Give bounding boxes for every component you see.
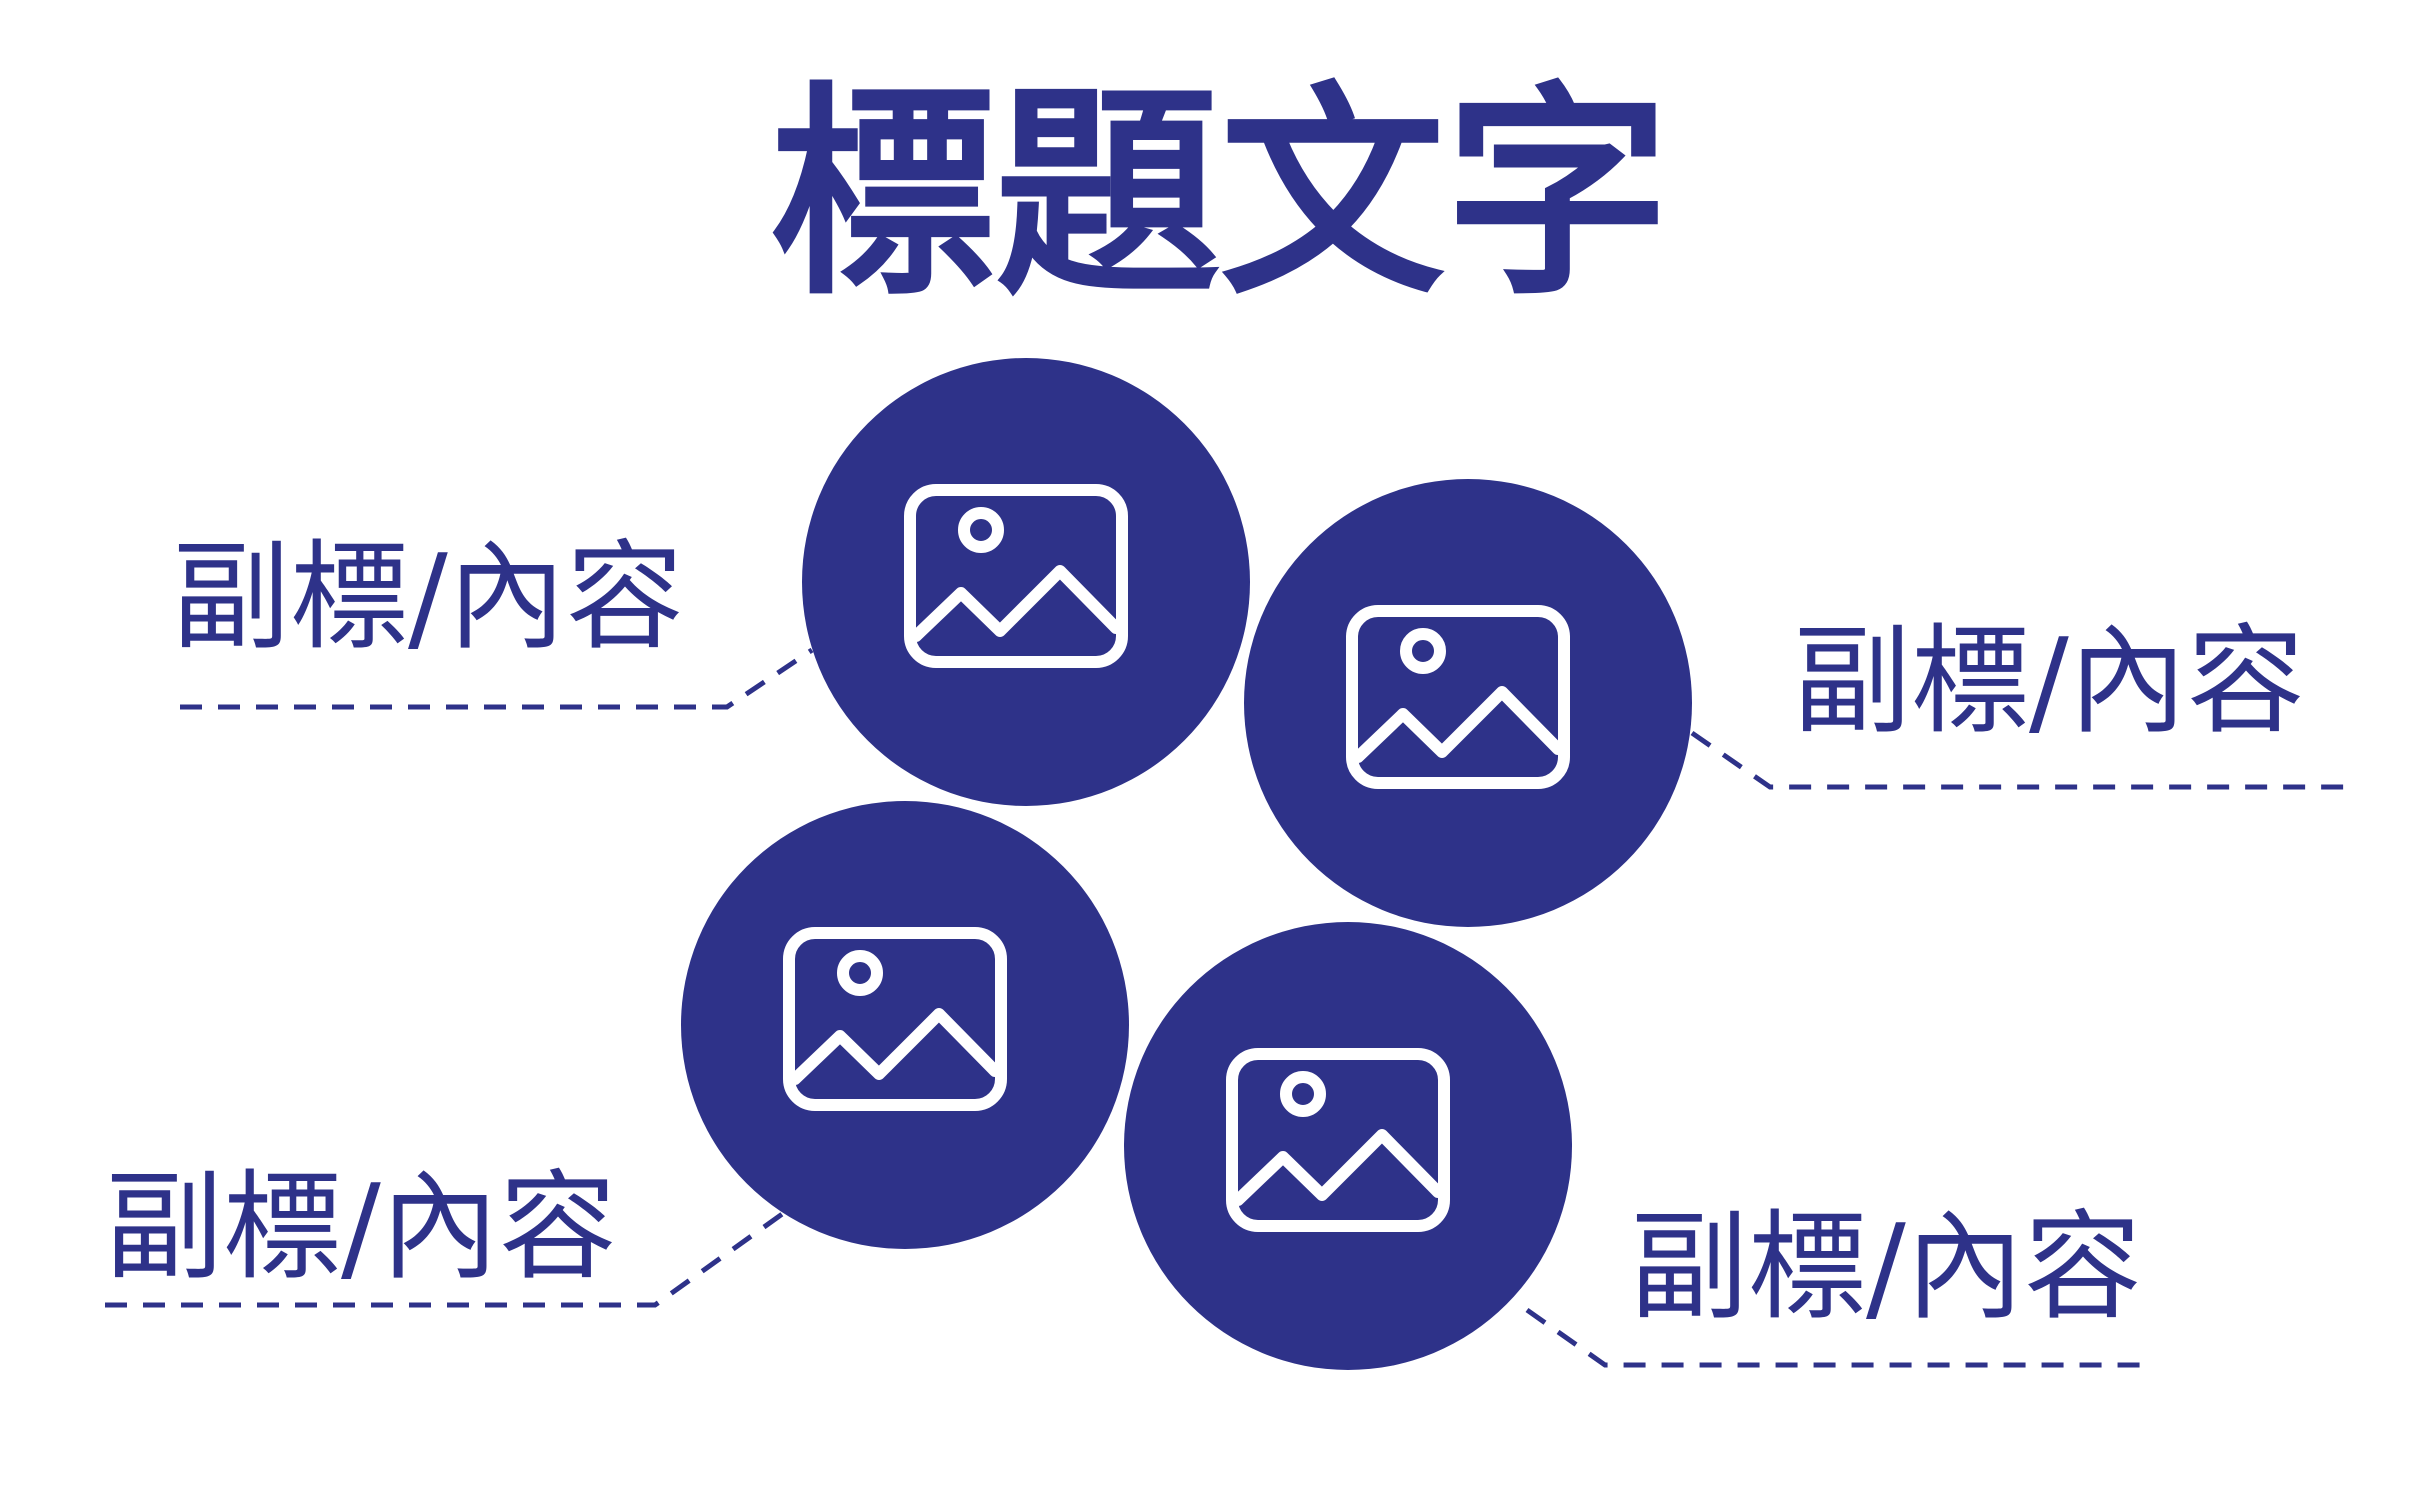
connector-line-2	[1690, 730, 2345, 790]
page-title: 標題文字	[770, 64, 1670, 326]
connector-line-1	[180, 647, 814, 710]
item-label-2: 副標/內容	[1793, 612, 2305, 750]
circle-node-4	[1124, 922, 1572, 1370]
circle-node-3	[681, 801, 1129, 1249]
connector-line-4	[1525, 1307, 2155, 1368]
item-label-1: 副標/內容	[172, 528, 684, 666]
item-label-3: 副標/內容	[105, 1158, 617, 1296]
circle-node-2	[1244, 479, 1692, 927]
connector-line-3	[105, 1209, 787, 1308]
item-label-4: 副標/內容	[1630, 1198, 2142, 1336]
circle-node-1	[802, 358, 1250, 806]
